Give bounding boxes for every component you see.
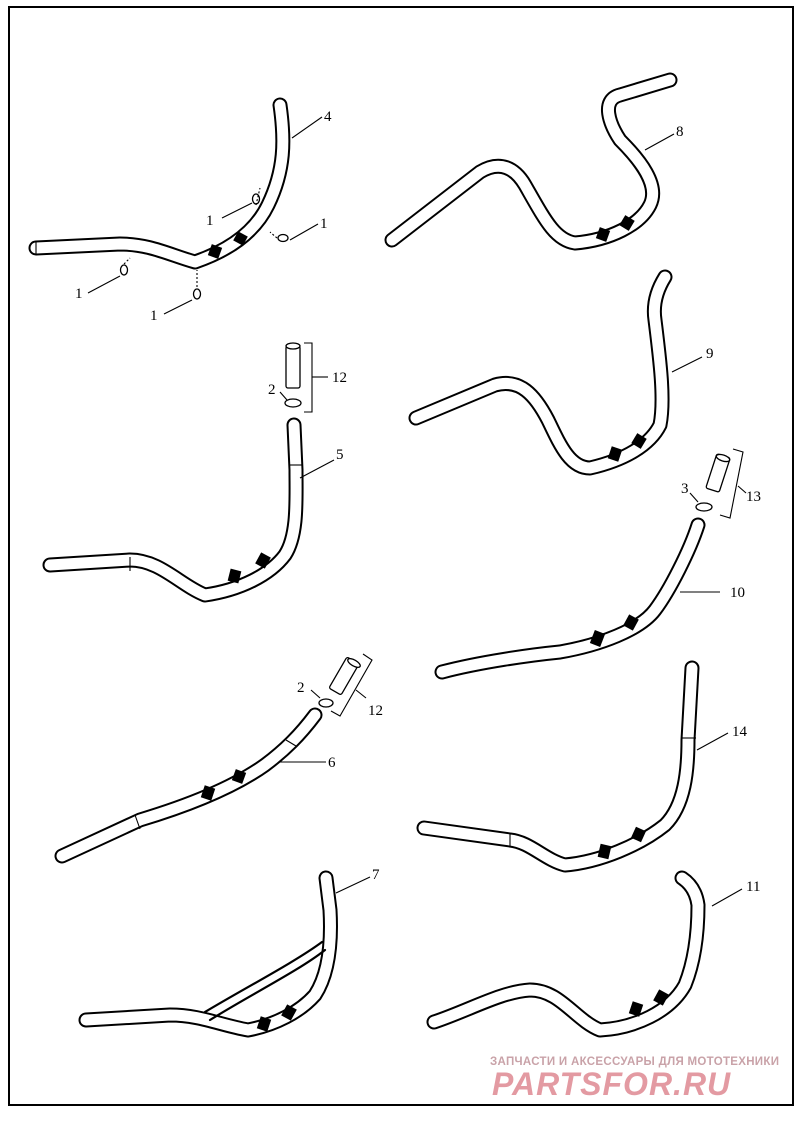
handlebar-9 <box>408 269 673 476</box>
callout-1c: 1 <box>75 286 83 302</box>
callout-12b: 12 <box>368 703 383 719</box>
watermark-logo: PARTSFOR.RU <box>492 1066 731 1102</box>
diagram-frame <box>8 6 794 1106</box>
handlebar-8 <box>384 72 678 251</box>
end-insert-13 <box>689 448 747 519</box>
callout-2b: 2 <box>297 680 305 696</box>
callout-14: 14 <box>732 724 748 740</box>
callout-11: 11 <box>746 879 760 895</box>
end-insert-12a <box>279 342 328 413</box>
callout-1b: 1 <box>320 216 328 232</box>
callout-1d: 1 <box>150 308 158 324</box>
callout-3: 3 <box>681 481 689 497</box>
clip-1b <box>277 233 289 243</box>
watermark: ЗАПЧАСТИ И АКСЕССУАРЫ ДЛЯ МОТОТЕХНИКИ PA… <box>490 1056 779 1102</box>
handlebar-6 <box>54 707 323 864</box>
callout-9: 9 <box>706 346 714 362</box>
handlebar-7 <box>78 870 338 1038</box>
end-insert-12b <box>310 653 373 717</box>
handlebar-14 <box>416 660 700 873</box>
callout-5: 5 <box>336 447 344 463</box>
handlebar-4 <box>28 97 291 270</box>
handlebar-5 <box>42 417 304 603</box>
callout-10: 10 <box>730 585 745 601</box>
callout-7: 7 <box>372 867 380 883</box>
callout-1a: 1 <box>206 213 214 229</box>
clip-1c <box>119 264 129 276</box>
handlebar-10 <box>434 517 706 680</box>
washer-2a <box>284 398 302 408</box>
callout-13: 13 <box>746 489 761 505</box>
callout-6: 6 <box>328 755 336 771</box>
callout-2a: 2 <box>268 382 276 398</box>
callout-12a: 12 <box>332 370 347 386</box>
callout-4: 4 <box>324 109 332 125</box>
callout-8: 8 <box>676 124 684 140</box>
handlebar-11 <box>426 870 706 1038</box>
clip-1d <box>192 288 202 300</box>
clip-parts <box>119 187 289 300</box>
watermark-tagline: ЗАПЧАСТИ И АКСЕССУАРЫ ДЛЯ МОТОТЕХНИКИ <box>490 1056 779 1068</box>
